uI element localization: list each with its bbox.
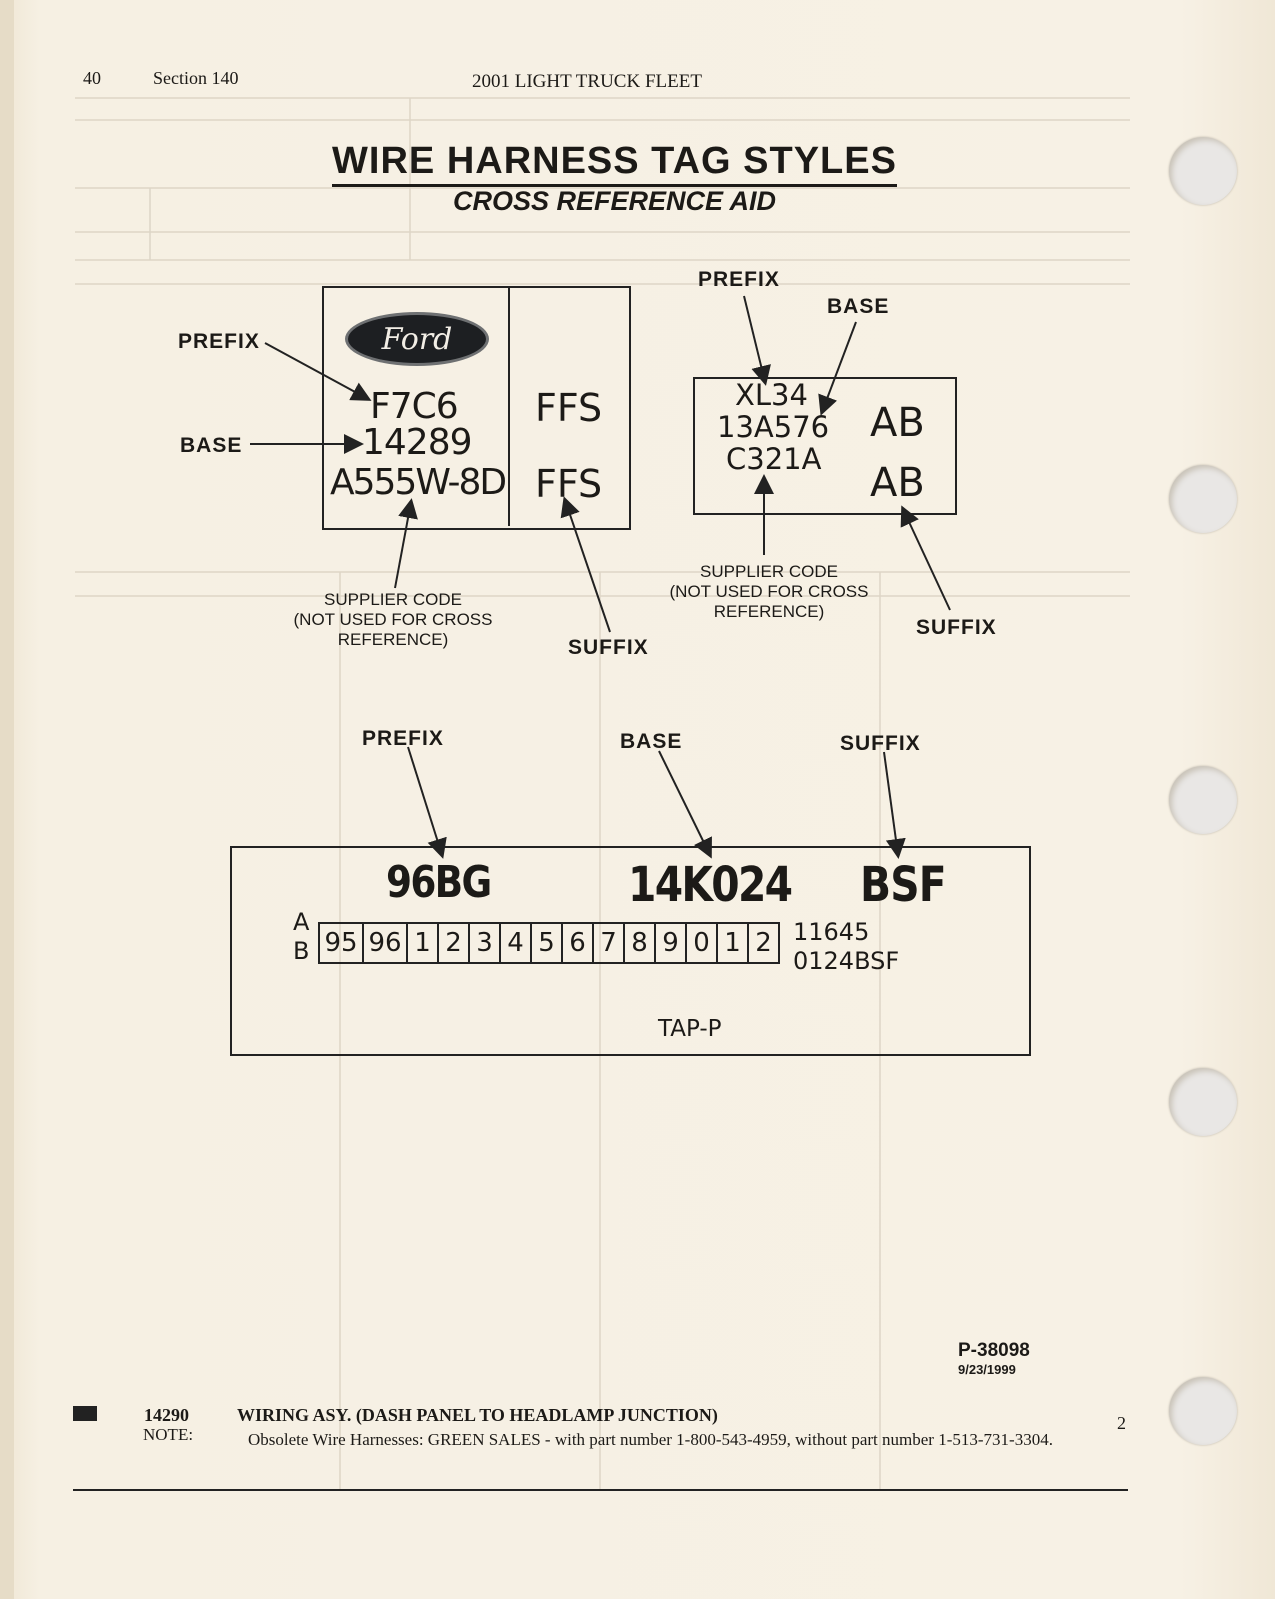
tag1-supplier-code: A555W-8D (330, 462, 507, 503)
tag3-grid-cell: 95 (320, 924, 364, 962)
entry-marker (73, 1406, 97, 1421)
tag3-grid-cell: 1 (718, 924, 749, 962)
tag2-prefix-label: PREFIX (698, 268, 780, 291)
tag1-suffix-label: SUFFIX (568, 636, 649, 659)
tag2-suffix-label: SUFFIX (916, 616, 997, 639)
tag3-grid-cell: 7 (594, 924, 625, 962)
tag3-suffix-label: SUFFIX (840, 732, 921, 755)
tag2-base-code: 13A576 (717, 410, 830, 444)
section-label: Section 140 (153, 68, 239, 88)
tag1-prefix-code: F7C6 (370, 386, 459, 427)
tag2-supplier-code: C321A (726, 442, 822, 476)
tag3-grid-cell: 1 (408, 924, 439, 962)
page-number: 40 (83, 68, 101, 88)
tag1-suffix-arrow (560, 496, 611, 633)
tag3-code-top: 11645 (793, 918, 870, 946)
tag1-supplier-label: SUPPLIER CODE (NOT USED FOR CROSS REFERE… (293, 590, 493, 649)
tag2-base-label: BASE (827, 295, 890, 318)
part-quantity: 2 (1117, 1413, 1126, 1433)
tag2-suffix-code: AB (870, 400, 925, 446)
tag3-base-arrow (658, 750, 712, 859)
tag3-grid-cell: 5 (532, 924, 563, 962)
tag3-prefix-label: PREFIX (362, 727, 444, 750)
tag2-suffix-arrow (900, 505, 951, 611)
note-text: Obsolete Wire Harnesses: GREEN SALES - w… (248, 1430, 1053, 1449)
page-subtitle: CROSS REFERENCE AID (452, 186, 777, 216)
tag3-base-label: BASE (620, 730, 683, 753)
tag3-grid-cell: 2 (755, 928, 772, 958)
tag3-grid-cell: 8 (625, 924, 656, 962)
binder-hole (1169, 766, 1237, 834)
footer-rule (73, 1489, 1128, 1491)
tag3-outline (230, 846, 1031, 1056)
tag1-prefix-arrow (264, 342, 372, 401)
binder-hole (1169, 137, 1237, 205)
ford-logo: Ford (345, 312, 489, 366)
tag3-tap-code: TAP-P (658, 1016, 722, 1042)
tag3-prefix-code: 96BG (386, 857, 492, 908)
binder-hole (1169, 465, 1237, 533)
tag3-suffix-code: BSF (860, 857, 947, 913)
tag1-suffix-code: FFS (535, 386, 603, 430)
tag3-grid-cell: 9 (656, 924, 687, 962)
tag1-supplier-arrow (394, 498, 418, 589)
tag3-grid-cell: 4 (501, 924, 532, 962)
page-edge (0, 0, 14, 1599)
tag3-row-b: B (293, 937, 310, 965)
figure-date: 9/23/1999 (958, 1362, 1016, 1377)
tag1-outline (322, 286, 631, 530)
figure-number: P-38098 (958, 1340, 1030, 1361)
tag2-prefix-arrow (743, 295, 771, 386)
tag3-code-bottom: 0124BSF (793, 947, 900, 975)
tag1-divider (508, 288, 510, 526)
tag2-outline (693, 377, 957, 515)
tag1-prefix-label: PREFIX (178, 330, 260, 353)
tag2-base-arrow (818, 321, 857, 416)
tag3-base-code: 14K024 (628, 857, 793, 913)
tag3-suffix-arrow (883, 751, 906, 859)
page-title-text: WIRE HARNESS TAG STYLES (332, 140, 897, 187)
tag3-grid-cell: 2 (439, 924, 470, 962)
publication-title: 2001 LIGHT TRUCK FLEET (472, 71, 702, 92)
tag3-prefix-arrow (407, 746, 447, 859)
tag2-prefix-code: XL34 (735, 378, 808, 412)
tag2-supplier-label: SUPPLIER CODE (NOT USED FOR CROSS REFERE… (669, 562, 869, 621)
note-label: NOTE: (143, 1425, 194, 1444)
tag1-base-label: BASE (180, 434, 243, 457)
tag3-row-a: A (293, 908, 310, 936)
part-number: 14290 (144, 1405, 189, 1425)
tag3-grid-cell: 6 (563, 924, 594, 962)
page-title: WIRE HARNESS TAG STYLES (0, 140, 1229, 187)
tag3-grid-cell: 0 (687, 924, 718, 962)
binder-hole (1169, 1377, 1237, 1445)
tag1-suffix-code-2: FFS (535, 462, 603, 506)
part-description: WIRING ASY. (DASH PANEL TO HEADLAMP JUNC… (237, 1405, 718, 1425)
tag2-suffix-code-2: AB (870, 460, 925, 506)
binder-hole (1169, 1068, 1237, 1136)
tag3-grid-cell: 3 (470, 924, 501, 962)
tag1-base-code: 14289 (362, 422, 473, 463)
tag3-grid-cell: 96 (364, 924, 408, 962)
